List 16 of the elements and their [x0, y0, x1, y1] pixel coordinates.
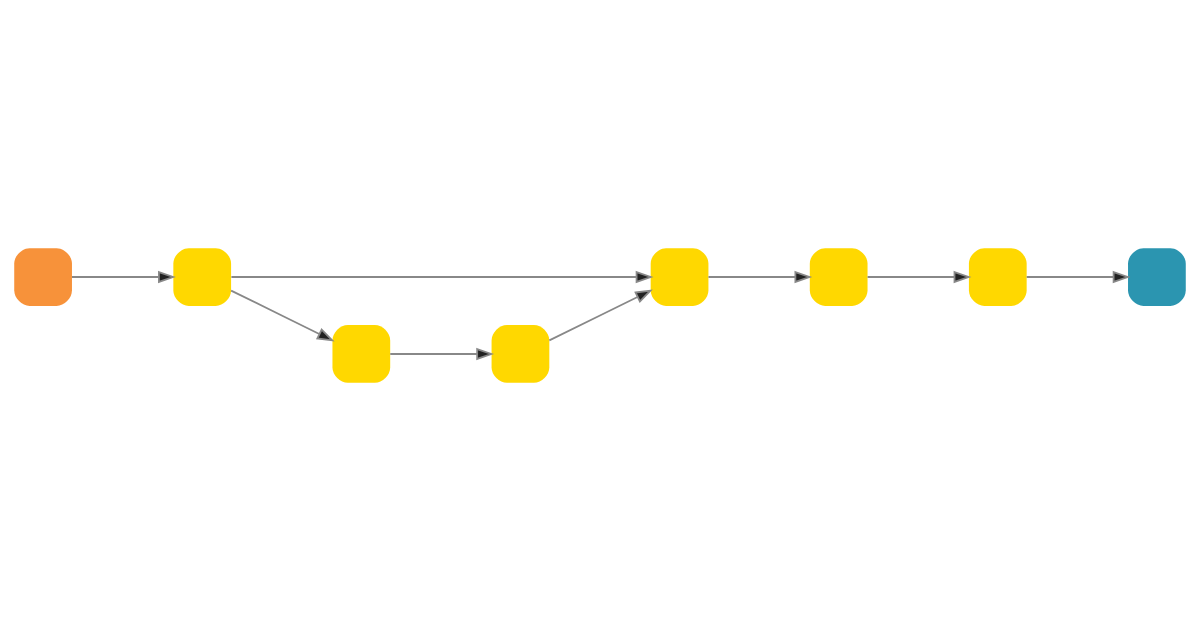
arrow — [71, 270, 176, 283]
arrow — [389, 347, 494, 360]
arrow — [548, 289, 653, 341]
arrow — [230, 289, 335, 341]
node-box — [173, 247, 232, 306]
node-box — [809, 247, 868, 306]
arrow — [230, 270, 654, 283]
node-box — [1128, 247, 1186, 306]
arrow — [866, 270, 972, 283]
node-box — [491, 324, 550, 383]
arrow — [1025, 270, 1131, 283]
node-box — [332, 324, 391, 383]
arrow — [707, 270, 813, 283]
node-box — [650, 247, 709, 306]
node-box — [968, 247, 1027, 306]
node-box — [14, 247, 72, 306]
